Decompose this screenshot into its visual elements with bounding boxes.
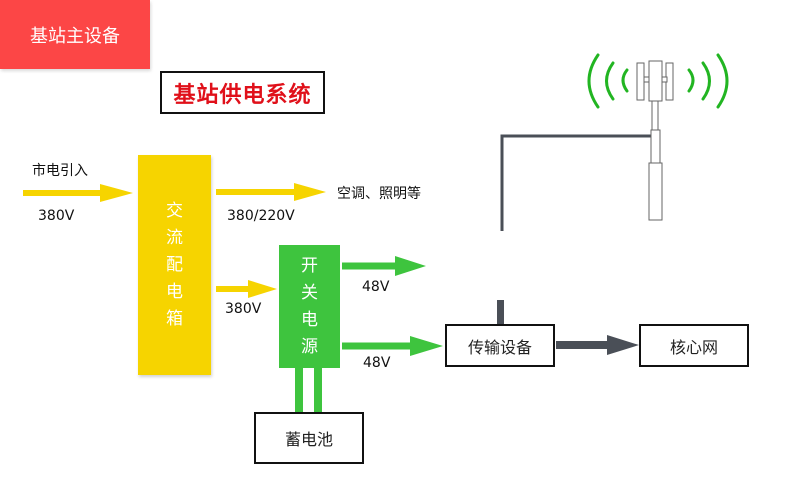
- sw-box-char: 电: [301, 309, 318, 330]
- bts-transmission-link: [497, 300, 504, 325]
- mains-voltage-label: 380V: [38, 208, 75, 224]
- battery-box: 蓄电池: [254, 412, 364, 464]
- hvac-lighting-label: 空调、照明等: [337, 186, 421, 202]
- ac-distribution-box: 交 流 配 电 箱: [138, 155, 211, 375]
- sw-box-char: 关: [301, 282, 318, 303]
- sw-box-char: 源: [301, 336, 318, 357]
- transmission-equipment-box: 传输设备: [445, 324, 555, 367]
- battery-label: 蓄电池: [284, 430, 333, 449]
- transmission-label: 传输设备: [467, 337, 532, 357]
- arrow-to-core-network: [556, 335, 639, 355]
- bts-main-equipment-box: 基站主设备: [0, 0, 150, 69]
- arrow-to-transmission: [342, 336, 443, 356]
- arrow-to-bts: [342, 256, 426, 276]
- ac-box-char: 交: [166, 200, 183, 221]
- arrow-hvac: [216, 183, 326, 201]
- bts-main-label: 基站主设备: [30, 25, 120, 47]
- core-network-box: 核心网: [639, 324, 749, 367]
- ac-box-char: 电: [166, 281, 183, 302]
- diagram-title-box: 基站供电系统: [160, 71, 325, 114]
- arrow-mains-input: [23, 184, 133, 202]
- antenna-tower-icon: [636, 60, 674, 221]
- mains-input-label: 市电引入: [32, 163, 88, 179]
- switch-input-voltage-label: 380V: [225, 301, 262, 317]
- battery-link-right: [314, 368, 322, 412]
- tx-voltage-label: 48V: [363, 355, 391, 371]
- ac-box-char: 箱: [166, 308, 183, 329]
- bts-voltage-label: 48V: [362, 279, 390, 295]
- switching-power-supply-box: 开 关 电 源: [279, 245, 340, 368]
- sw-box-char: 开: [301, 255, 318, 276]
- ac-box-char: 流: [166, 227, 183, 248]
- diagram-title: 基站供电系统: [173, 82, 312, 108]
- battery-link-left: [295, 368, 303, 412]
- signal-waves-icon: [587, 53, 729, 109]
- arrow-to-switch-power: [216, 280, 277, 298]
- ac-box-char: 配: [166, 254, 183, 275]
- antenna-feeder-line: [500, 134, 651, 231]
- hvac-voltage-label: 380/220V: [227, 208, 295, 224]
- core-network-label: 核心网: [669, 337, 718, 357]
